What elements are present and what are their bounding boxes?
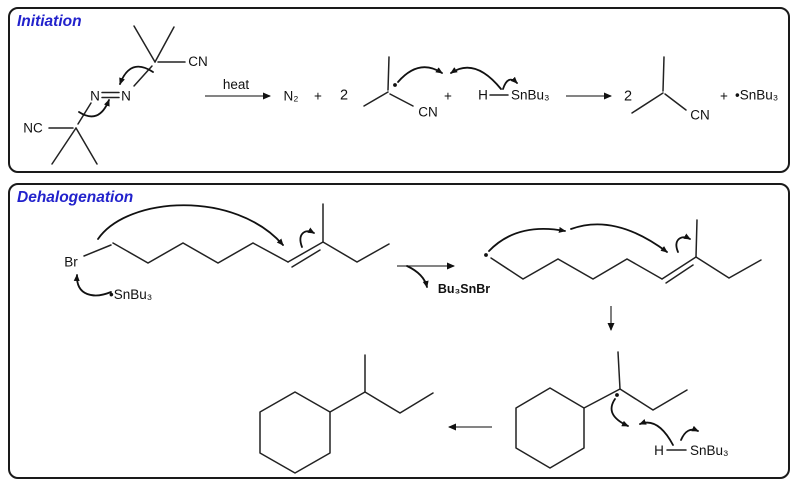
atom-label-h: H (478, 88, 488, 103)
initiation-panel (8, 7, 790, 173)
aibn-molecule: NC N N CN (23, 25, 208, 165)
homolysis-arrow-upper (119, 65, 154, 85)
radical-to-h-arrow-2 (610, 398, 629, 427)
heat-arrow: heat (205, 77, 271, 100)
bond-to-tin-arrow-2 (680, 425, 699, 441)
dehalogenation-title: Dehalogenation (17, 189, 134, 206)
atom-label-n-right: N (121, 89, 131, 104)
coefficient-2a: 2 (340, 88, 348, 104)
atom-label-cn-product: CN (690, 108, 710, 123)
h-sn-bond-arrow (450, 66, 502, 90)
dehalogenation-panel (8, 183, 790, 479)
tributyltin-hydride: H SnBu₃ (450, 66, 550, 103)
pi-bond-arrow-2 (675, 233, 691, 253)
tributyltin-hydride-2: H SnBu₃ (639, 419, 729, 458)
n2-label: N₂ (284, 89, 299, 104)
byproduct-label: Bu₃SnBr (438, 282, 490, 296)
homolysis-arrow-lower (78, 99, 110, 118)
coefficient-2b: 2 (624, 89, 632, 105)
plus-sign-2: + (444, 89, 452, 104)
snbu3-label: SnBu₃ (511, 88, 550, 103)
atom-label-nc: NC (23, 121, 43, 136)
bromoalkene-substrate: Br (64, 203, 390, 270)
tin-radical-label: •SnBu₃ (735, 88, 778, 103)
plus-sign-3: + (720, 89, 728, 104)
sec-butylcyclohexane-product (259, 354, 434, 474)
atom-label-cn-radical: CN (418, 105, 438, 120)
pi-bond-arrow (299, 227, 315, 248)
atom-label-h-2: H (654, 443, 664, 458)
heat-label: heat (223, 77, 250, 92)
byproduct-dropoff-arrow (406, 265, 429, 288)
h-sn-bond-arrow-2 (639, 419, 674, 446)
tin-radical-reagent: •SnBu₃ (73, 274, 152, 302)
radical-attack-arrow-2 (570, 223, 668, 253)
atom-label-cn-upper: CN (188, 54, 208, 69)
initiation-title: Initiation (17, 13, 82, 30)
isobutyronitrile-product: CN (631, 56, 710, 123)
plus-sign-1: + (314, 89, 322, 104)
radical-attack-arrow (488, 226, 566, 252)
abstraction-step-arrow: Bu₃SnBr (397, 262, 490, 296)
radical-to-h-arrow (397, 66, 443, 83)
bond-to-tin-arrow (502, 76, 518, 90)
cyanopropyl-radical: CN (363, 56, 443, 120)
atom-label-br: Br (64, 255, 78, 270)
cyclized-radical (515, 351, 688, 469)
tin-radical-reagent-label: •SnBu₃ (109, 287, 152, 302)
atom-label-n-left: N (90, 89, 100, 104)
tin-to-br-arrow (73, 274, 112, 297)
alkyl-radical-intermediate (484, 219, 762, 284)
snbu3-label-2: SnBu₃ (690, 443, 729, 458)
cyclization-arrow (97, 204, 284, 246)
